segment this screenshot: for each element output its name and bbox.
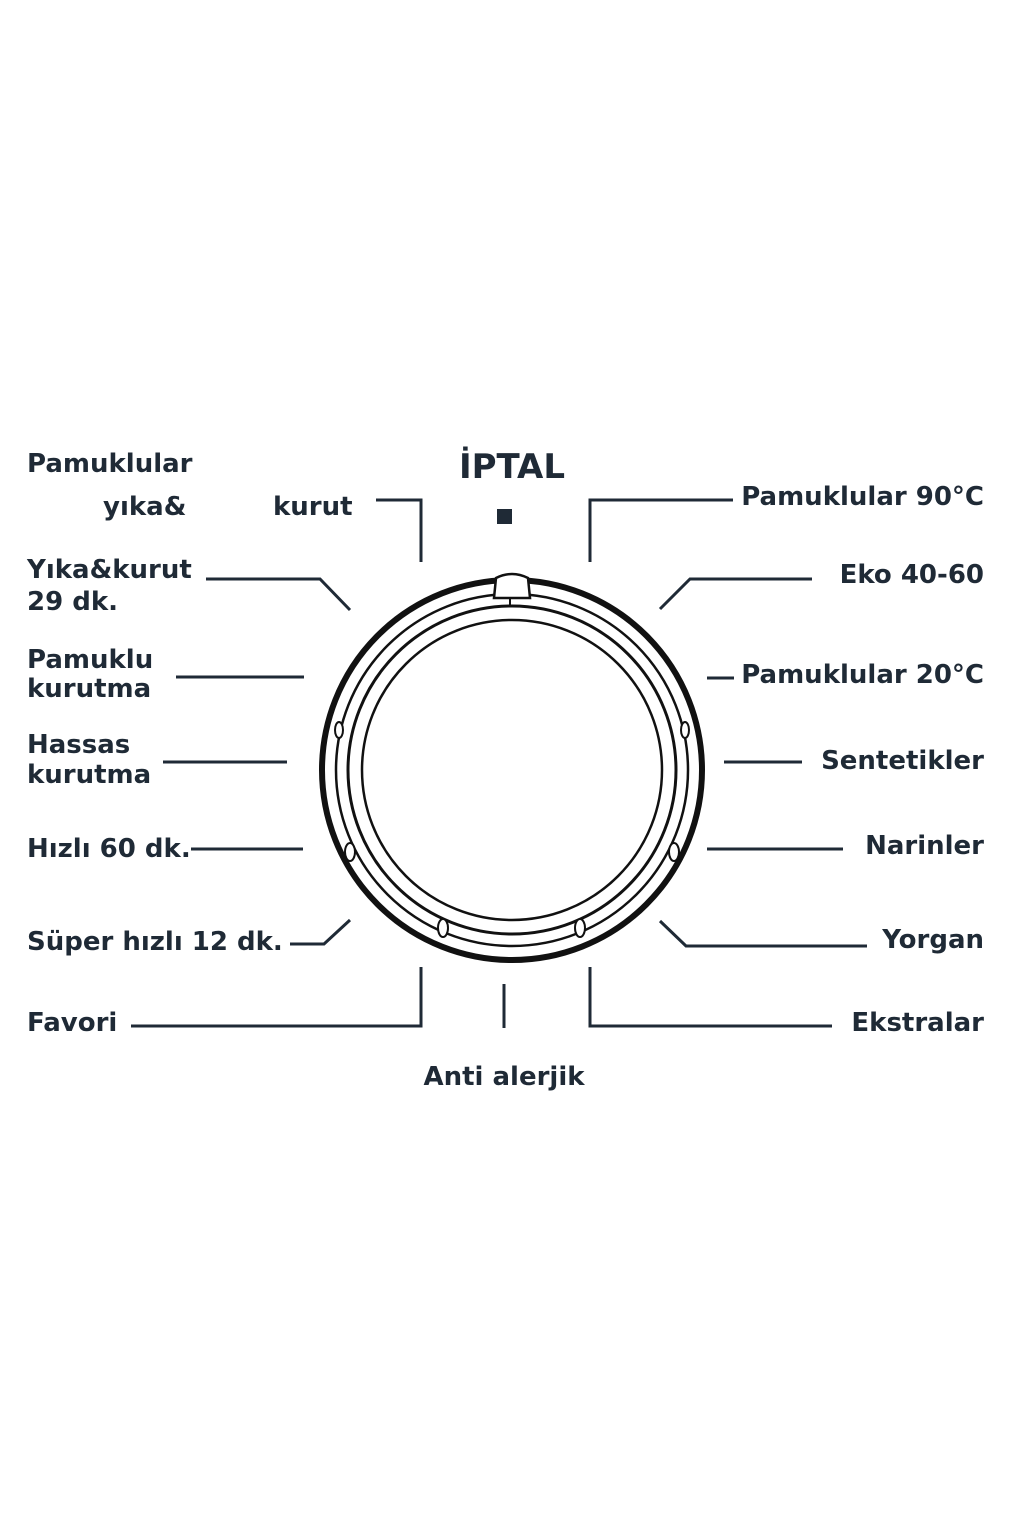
program-label-cotton-wash-dry-part2: kurut [273,492,353,522]
program-label-cotton-wash-dry-title: Pamuklular [27,449,193,479]
program-label-quilt: Yorgan [881,925,984,955]
dial-pointer-notch [492,572,532,600]
program-label-cotton-wash-dry-part1: yıka& [103,492,186,522]
leader-line-eco-40-60 [658,577,812,611]
cancel-indicator [497,509,512,524]
program-label-quick-60: Hızlı 60 dk. [27,834,191,864]
program-label-delicate-dry-line2: kurutma [27,760,151,790]
dial-grip-bump [437,918,449,938]
program-label-delicate-dry-line1: Hassas [27,730,130,760]
program-label-wash-dry-29-line2: 29 dk. [27,587,118,617]
program-label-synthetics: Sentetikler [821,746,984,776]
program-dial-knob[interactable] [319,572,705,963]
leader-line-wash-dry-29 [206,577,352,612]
leader-line-cotton-90 [588,498,733,562]
cancel-label: İPTAL [459,446,565,487]
program-label-favorite: Favori [27,1008,117,1038]
program-label-cotton-dry-line2: kurutma [27,674,151,704]
leader-line-cotton-wash-dry [376,498,423,562]
leader-line-extras [588,967,832,1028]
program-label-anti-allergy: Anti alerjik [423,1062,585,1092]
program-label-eco-40-60: Eko 40-60 [840,560,984,590]
program-label-cotton-dry-line1: Pamuklu [27,645,153,675]
program-label-delicates: Narinler [865,831,984,861]
program-label-cotton-90: Pamuklular 90°C [741,482,984,512]
dial-inner-ring [346,604,678,936]
dial-grip-bump [668,842,680,862]
leader-line-favorite [131,967,423,1028]
dial-grip-bump [334,721,344,739]
program-label-wash-dry-29-line1: Yıka&kurut [26,555,192,585]
program-label-cotton-20: Pamuklular 20°C [741,660,984,690]
leader-line-super-quick-12 [290,918,352,946]
dial-grip-bump [574,918,586,938]
program-label-super-quick-12: Süper hızlı 12 dk. [27,927,283,957]
leader-line-quilt [658,919,867,948]
program-label-extras: Ekstralar [851,1008,984,1038]
dial-grip-bump [680,721,690,739]
dial-face [360,618,664,922]
dial-grip-bump [344,842,356,862]
